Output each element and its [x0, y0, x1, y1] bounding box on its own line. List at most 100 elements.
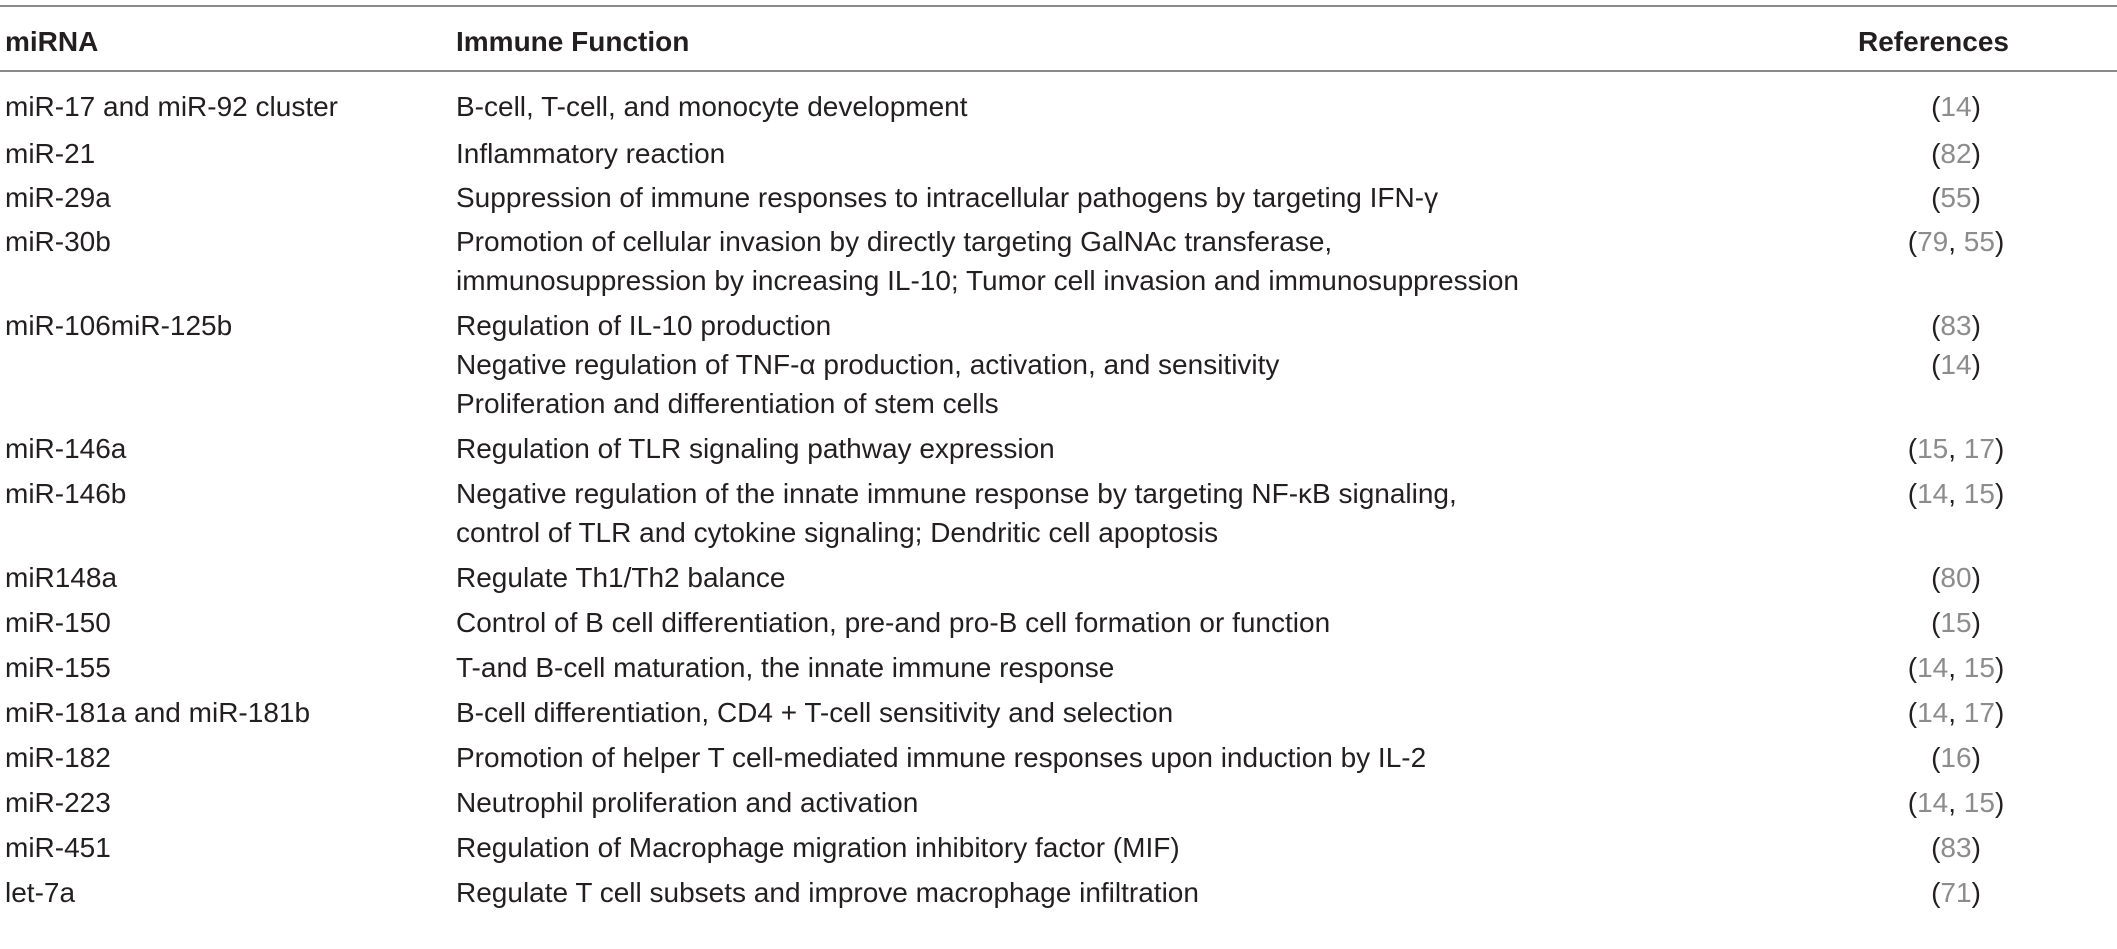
- immune-function-line: Suppression of immune responses to intra…: [456, 182, 1439, 213]
- immune-function-line: Regulation of Macrophage migration inhib…: [456, 832, 1180, 863]
- mirna-name: miR-146a: [5, 433, 127, 464]
- reference-link[interactable]: 17: [1963, 433, 1995, 464]
- column-header-references: References: [1858, 26, 2009, 57]
- immune-function-line: Regulation of IL-10 production: [456, 310, 832, 341]
- immune-function-line: Promotion of cellular invasion by direct…: [456, 226, 1333, 257]
- reference-link[interactable]: 55: [1963, 226, 1995, 257]
- mirna-name: miR-181a and miR-181b: [5, 697, 311, 728]
- table-body: miR-17 and miR-92 cluster B-cell, T-cell,…: [0, 87, 2117, 912]
- immune-function-line: immunosuppression by increasing IL-10; T…: [456, 265, 1519, 296]
- top-rule: [0, 5, 2117, 7]
- mirna-name: miR-17 and miR-92 cluster: [5, 91, 338, 122]
- reference-link[interactable]: 80: [1940, 562, 1972, 593]
- immune-function: Suppression of immune responses to intra…: [456, 178, 1836, 217]
- reference-link[interactable]: 15: [1917, 433, 1949, 464]
- immune-function: Negative regulation of the innate immune…: [456, 474, 1836, 552]
- immune-function-line: B-cell, T-cell, and monocyte development: [456, 91, 968, 122]
- reference-group: (14, 17): [1907, 697, 2005, 728]
- reference-link[interactable]: 14: [1917, 787, 1949, 818]
- immune-function: Control of B cell differentiation, pre-a…: [456, 603, 1836, 642]
- reference-group: (14): [1931, 91, 1981, 122]
- immune-function-line: T-and B-cell maturation, the innate immu…: [456, 652, 1115, 683]
- reference-group: (82): [1931, 138, 1981, 169]
- table-row: miR-223 Neutrophil proliferation and acti…: [0, 783, 2117, 822]
- references: (82): [1750, 134, 2117, 173]
- reference-link[interactable]: 17: [1963, 697, 1995, 728]
- references: (71): [1750, 873, 2117, 912]
- reference-link[interactable]: 83: [1940, 310, 1972, 341]
- reference-group: (83): [1931, 832, 1981, 863]
- reference-link[interactable]: 79: [1917, 226, 1949, 257]
- immune-function-line: Regulate T cell subsets and improve macr…: [456, 877, 1199, 908]
- immune-function: Regulate T cell subsets and improve macr…: [456, 873, 1836, 912]
- reference-group: (79, 55): [1907, 226, 2005, 257]
- table-row: miR-30b Promotion of cellular invasion by…: [0, 222, 2117, 300]
- immune-function: Regulate Th1/Th2 balance: [456, 558, 1836, 597]
- immune-function-line: Neutrophil proliferation and activation: [456, 787, 919, 818]
- mirna-name: miR-182: [5, 742, 111, 773]
- reference-link[interactable]: 14: [1917, 652, 1949, 683]
- mirna-name: let-7a: [5, 877, 76, 908]
- reference-group: (80): [1931, 562, 1981, 593]
- references: (16): [1750, 738, 2117, 777]
- references: (14, 15): [1750, 648, 2117, 687]
- mirna-name: miR-106miR-125b: [5, 310, 233, 341]
- reference-link[interactable]: 14: [1917, 478, 1949, 509]
- immune-function-line: Proliferation and differentiation of ste…: [456, 388, 999, 419]
- immune-function: Regulation of TLR signaling pathway expr…: [456, 429, 1836, 468]
- reference-link[interactable]: 15: [1963, 478, 1995, 509]
- immune-function: Promotion of cellular invasion by direct…: [456, 222, 1836, 300]
- column-header-immune-function: Immune Function: [456, 26, 690, 57]
- table-row: miR-146a Regulation of TLR signaling path…: [0, 429, 2117, 468]
- immune-function: T-and B-cell maturation, the innate immu…: [456, 648, 1836, 687]
- references: (55): [1750, 178, 2117, 217]
- reference-group: (14, 15): [1907, 652, 2005, 683]
- reference-link[interactable]: 14: [1940, 349, 1972, 380]
- immune-function: B-cell, T-cell, and monocyte development: [456, 87, 1836, 126]
- reference-link[interactable]: 16: [1940, 742, 1972, 773]
- mirna-name: miR-146b: [5, 478, 127, 509]
- column-header-mirna: miRNA: [5, 26, 99, 57]
- table-header: miRNA Immune Function References: [0, 20, 2117, 64]
- reference-link[interactable]: 71: [1940, 877, 1972, 908]
- reference-link[interactable]: 82: [1940, 138, 1972, 169]
- immune-function-line: Inflammatory reaction: [456, 138, 726, 169]
- reference-link[interactable]: 55: [1940, 182, 1972, 213]
- immune-function-line: Control of B cell differentiation, pre-a…: [456, 607, 1331, 638]
- mirna-name: miR148a: [5, 562, 118, 593]
- references: (14, 15): [1750, 783, 2117, 822]
- references: (83): [1750, 828, 2117, 867]
- reference-group: (14): [1931, 349, 1981, 380]
- reference-link[interactable]: 15: [1963, 787, 1995, 818]
- reference-group: (16): [1931, 742, 1981, 773]
- reference-link[interactable]: 15: [1963, 652, 1995, 683]
- mirna-name: miR-150: [5, 607, 111, 638]
- immune-function-line: Negative regulation of the innate immune…: [456, 478, 1457, 509]
- immune-function: Inflammatory reaction: [456, 134, 1836, 173]
- reference-group: (15, 17): [1907, 433, 2005, 464]
- reference-group: (83): [1931, 310, 1981, 341]
- reference-link[interactable]: 14: [1940, 91, 1972, 122]
- header-rule: [0, 70, 2117, 72]
- mirna-name: miR-223: [5, 787, 111, 818]
- table-row: let-7a Regulate T cell subsets and improv…: [0, 873, 2117, 912]
- reference-link[interactable]: 83: [1940, 832, 1972, 863]
- table-row: miR-150 Control of B cell differentiation…: [0, 603, 2117, 642]
- table-row: miR-17 and miR-92 cluster B-cell, T-cell,…: [0, 87, 2117, 126]
- references: (79, 55): [1750, 222, 2117, 261]
- reference-group: (14, 15): [1907, 478, 2005, 509]
- reference-link[interactable]: 15: [1940, 607, 1972, 638]
- reference-link[interactable]: 14: [1917, 697, 1949, 728]
- immune-function-line: Negative regulation of TNF-α production,…: [456, 349, 1280, 380]
- table-row: miR-106miR-125b Regulation of IL-10 produ…: [0, 306, 2117, 423]
- mirna-name: miR-30b: [5, 226, 111, 257]
- references: (14, 15): [1750, 474, 2117, 513]
- references: (15): [1750, 603, 2117, 642]
